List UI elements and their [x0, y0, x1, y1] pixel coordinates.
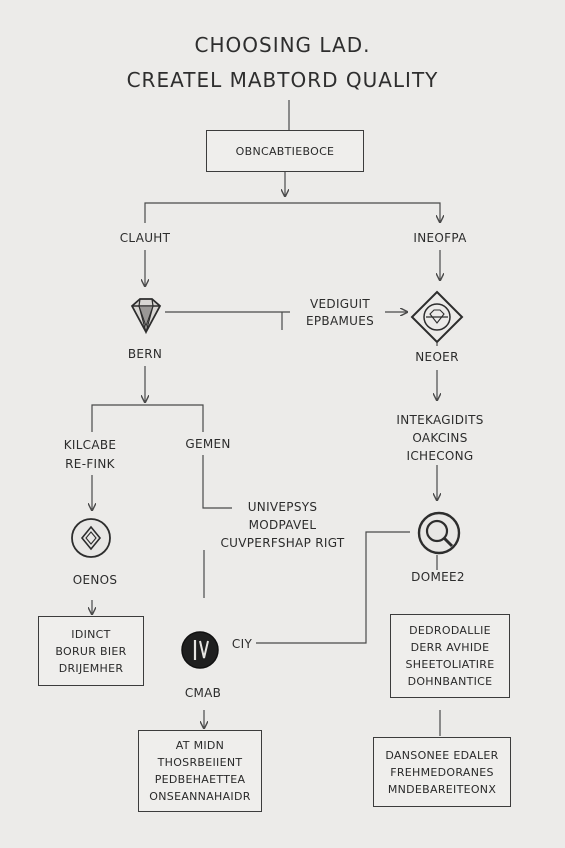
right-box-line-4: DOHNBANTICE — [407, 675, 493, 688]
dark-gem-icon — [181, 631, 219, 669]
left-box-line-3: DRIJEMHER — [58, 661, 124, 675]
diagram-title-line-1: CHOOSING LAD. — [194, 33, 371, 57]
top-box-label: OBNCABTIEBOCE — [235, 144, 335, 158]
right-box: DEDRODALLIE DERR AVHIDE SHEETOLIATIRE DO… — [390, 614, 510, 698]
right-box-line-2: DERR AVHIDE — [410, 641, 490, 654]
search-lens-icon — [417, 511, 461, 555]
mid-note-line-3: CUVPERFSHAP RIGT — [220, 536, 345, 550]
left-gem-label: BERN — [127, 347, 163, 361]
diagram-title-line-2: CREATEL MABTORD QUALITY — [126, 68, 439, 92]
kil-label-line-1: KILCABE — [63, 438, 117, 452]
ciy-label: CIY — [231, 637, 253, 651]
bottom-right-box-line-3: MNDEBAREITEONX — [387, 782, 497, 796]
right-box-line-3: SHEETOLIATIRE — [405, 658, 495, 671]
left-box: IDINCT BORUR BIER DRIJEMHER — [38, 616, 144, 686]
kil-label-line-2: RE-FINK — [65, 457, 115, 471]
right-branch-label: INEOFPA — [413, 231, 467, 245]
center-note-line-2: EPBAMUES — [306, 314, 374, 328]
top-box: OBNCABTIEBOCE — [206, 130, 364, 172]
bottom-center-box-line-1: AT MIDN — [175, 739, 225, 752]
left-box-line-2: BORUR BIER — [55, 644, 127, 658]
diamond-gem-icon — [130, 298, 162, 335]
mid-note-line-2: MODPAVEL — [248, 518, 317, 532]
bottom-center-box-line-3: PEDBEHAETTEA — [154, 773, 246, 786]
right-mid-text: INTEKAGIDITS OAKCINS ICHECONG — [395, 411, 485, 465]
right-mid-text-line-3: ICHECONG — [406, 449, 474, 463]
mid-note: UNIVEPSYS MODPAVEL CUVPERFSHAP RIGT — [205, 498, 360, 552]
kil-label: KILCABE RE-FINK — [45, 436, 135, 474]
right-mid-text-line-1: INTEKAGIDITS — [396, 413, 484, 427]
center-note-line-1: VEDIGUIT — [310, 297, 370, 311]
gemen-label: GEMEN — [185, 437, 231, 451]
cmab-label: CMAB — [184, 686, 222, 700]
bottom-center-box: AT MIDN THOSRBEIIENT PEDBEHAETTEA ONSEAN… — [138, 730, 262, 812]
hexagon-ring-icon — [71, 518, 111, 558]
mid-note-line-1: UNIVEPSYS — [247, 500, 318, 514]
rhombus-emblem-icon — [410, 290, 464, 344]
right-gem-label: NEOER — [415, 350, 459, 364]
bottom-center-box-line-4: ONSEANNAHAIDR — [149, 790, 251, 803]
center-note: VEDIGUIT EPBAMUES — [290, 296, 390, 330]
bottom-right-box-line-2: FREHMEDORANES — [390, 765, 494, 779]
oenos-label: OENOS — [72, 573, 118, 587]
domee-label: DOMEE2 — [411, 570, 465, 584]
right-mid-text-line-2: OAKCINS — [412, 431, 468, 445]
right-box-line-1: DEDRODALLIE — [409, 624, 491, 637]
left-branch-label: CLAUHT — [119, 231, 171, 245]
bottom-center-box-line-2: THOSRBEIIENT — [157, 756, 243, 769]
left-box-line-1: IDINCT — [71, 627, 111, 641]
bottom-right-box: DANSONEE EDALER FREHMEDORANES MNDEBAREIT… — [373, 737, 511, 807]
bottom-right-box-line-1: DANSONEE EDALER — [385, 748, 499, 762]
